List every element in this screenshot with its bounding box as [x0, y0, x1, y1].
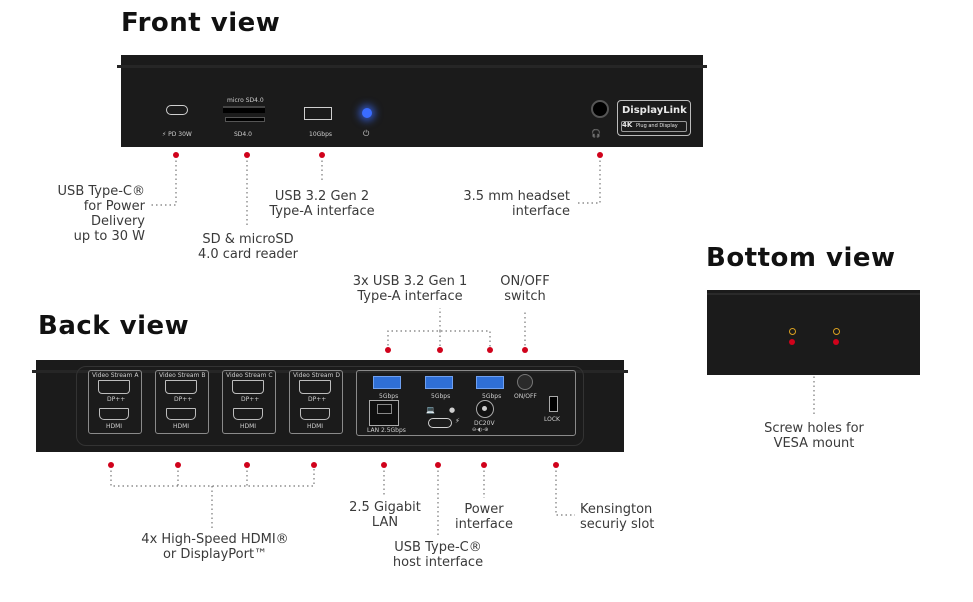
video-stream-a	[88, 370, 142, 434]
pd-label: ⚡ PD 30W	[162, 131, 192, 138]
io-panel	[356, 370, 576, 436]
hdmi-label-c: HDMI	[240, 423, 257, 430]
back-view-heading: Back view	[38, 311, 190, 341]
front-view-heading: Front view	[121, 8, 281, 38]
dot-kensington	[553, 462, 559, 468]
line-hdmi-bracket	[110, 466, 315, 487]
hdmi-label-d: HDMI	[307, 423, 324, 430]
line-headset	[578, 156, 601, 204]
dot-usb3-b	[437, 347, 443, 353]
callout-usbc-host: USB Type-C®host interface	[392, 540, 484, 570]
video-stream-d	[289, 370, 343, 434]
power-symbol-icon: ⏻	[363, 129, 370, 138]
bottom-view-heading: Bottom view	[706, 243, 896, 273]
dc-power-port	[476, 400, 494, 418]
dp-label-d: DP++	[308, 396, 327, 403]
stream-c-label: Video Stream C	[226, 372, 273, 379]
line-usbc-pd	[150, 156, 177, 206]
audio-jack	[591, 100, 609, 118]
usb3-speed-2: 5Gbps	[431, 393, 451, 400]
onoff-label: ON/OFF	[514, 393, 537, 400]
laptop-icon: 💻	[426, 406, 435, 414]
usb3-speed-1: 5Gbps	[379, 393, 399, 400]
lock-label: LOCK	[544, 416, 560, 423]
sd-label: SD4.0	[234, 131, 252, 138]
hdmi-label-b: HDMI	[173, 423, 190, 430]
usba-front-port	[304, 107, 332, 120]
onoff-switch	[517, 374, 533, 390]
dot-usbc-host	[435, 462, 441, 468]
dot-usb3-a	[385, 347, 391, 353]
hdmi-label-a: HDMI	[106, 423, 123, 430]
video-stream-b	[155, 370, 209, 434]
front-device: ⚡ PD 30W micro SD4.0 SD4.0 10Gbps ⏻ 🎧 Di…	[117, 55, 707, 147]
usb-speed-label: 10Gbps	[309, 131, 333, 138]
headset-icon: 🎧	[591, 129, 601, 138]
screw-hole-right	[833, 328, 840, 335]
stream-b-label: Video Stream B	[159, 372, 206, 379]
line-kensington	[555, 466, 575, 516]
dot-screw-right	[833, 339, 839, 345]
dot-hdmi-c	[244, 462, 250, 468]
video-stream-c	[222, 370, 276, 434]
dp-label-b: DP++	[174, 396, 193, 403]
dot-usb3-c	[487, 347, 493, 353]
usb3-port-3	[476, 376, 504, 389]
usb3-speed-3: 5Gbps	[482, 393, 502, 400]
lan-label: LAN 2.5Gbps	[367, 427, 406, 434]
dot-usbc-pd	[173, 152, 179, 158]
stream-a-label: Video Stream A	[92, 372, 139, 379]
dp-label-c: DP++	[241, 396, 260, 403]
hdmi-port-a	[99, 408, 129, 420]
dp-port-a	[98, 380, 130, 394]
usbc-pd-port	[166, 105, 188, 115]
hdmi-port-c	[233, 408, 263, 420]
callout-hdmi: 4x High-Speed HDMI®or DisplayPort™	[141, 532, 289, 562]
dp-port-d	[299, 380, 331, 394]
thunder-icon: ●	[449, 406, 456, 414]
stream-d-label: Video Stream D	[293, 372, 340, 379]
dp-label-a: DP++	[107, 396, 126, 403]
dc-label: DC20V	[474, 420, 495, 427]
dot-lan	[381, 462, 387, 468]
dot-headset	[597, 152, 603, 158]
usb3-port-2	[425, 376, 453, 389]
microsd-label: micro SD4.0	[227, 97, 264, 104]
lan-port	[369, 400, 399, 426]
dot-onoff	[522, 347, 528, 353]
dot-hdmi-b	[175, 462, 181, 468]
lightning-icon: ⚡	[455, 417, 460, 425]
dot-sd	[244, 152, 250, 158]
screw-hole-left	[789, 328, 796, 335]
back-device: Video Stream A Video Stream B Video Stre…	[32, 360, 628, 452]
dot-usba-front	[319, 152, 325, 158]
dot-screw-left	[789, 339, 795, 345]
dot-power	[481, 462, 487, 468]
usbc-host-port	[428, 418, 452, 428]
usb3-port-1	[373, 376, 401, 389]
bottom-device	[707, 290, 920, 375]
line-usb3-bracket	[387, 330, 491, 350]
dot-hdmi-d	[311, 462, 317, 468]
polarity-icon: ⊖-◐-⊕	[472, 427, 489, 433]
power-led	[362, 108, 372, 118]
sd-card-slot	[223, 106, 265, 113]
hdmi-port-b	[166, 408, 196, 420]
dp-port-c	[232, 380, 264, 394]
dp-port-b	[165, 380, 197, 394]
hdmi-port-d	[300, 408, 330, 420]
kensington-slot	[549, 396, 558, 412]
dot-hdmi-a	[108, 462, 114, 468]
displaylink-logo: DisplayLink 4K Plug and Display	[617, 100, 691, 136]
